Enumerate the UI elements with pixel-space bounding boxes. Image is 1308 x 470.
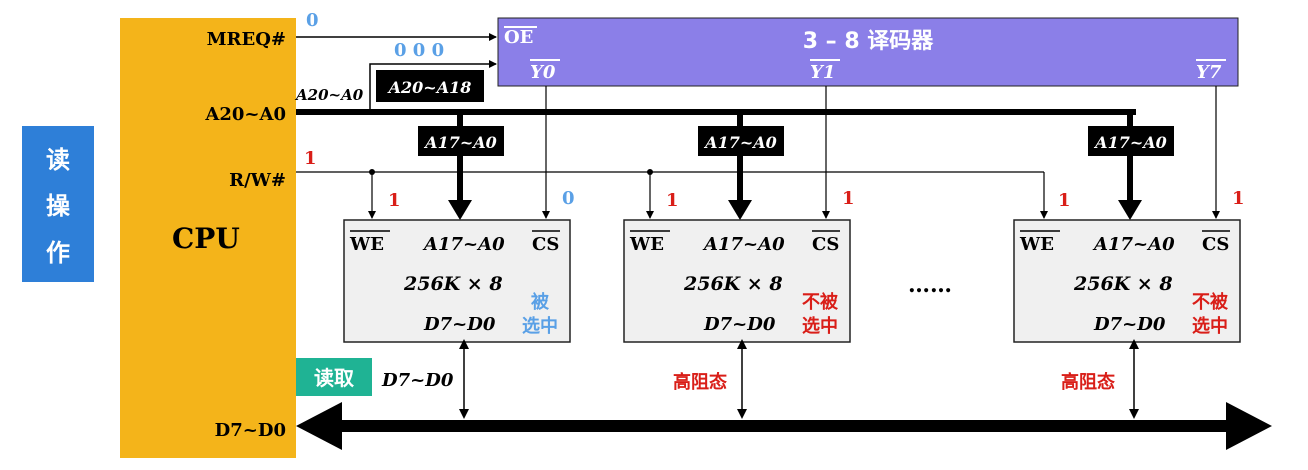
decoder-output-y7: Y7 [1196,62,1222,83]
cs-value-3: 1 [1232,188,1245,209]
chip-1-status-2: 选中 [522,315,558,337]
addr-drop-3-head [1118,200,1142,220]
chip-2-status-2: 选中 [802,315,838,337]
cs-value-1: 0 [562,188,575,209]
chip-2-status-1: 不被 [802,291,839,313]
side-char-2: 操 [46,192,70,221]
chip-3-data: D7~D0 [1093,314,1166,335]
bus-state-2: 高阻态 [673,371,727,393]
decoder-output-y0: Y0 [530,62,556,83]
cpu-pin-mreq: MREQ# [207,29,286,50]
addr-bus-label: A20~A0 [294,86,364,104]
chip-addr-label-1: A17~A0 [423,133,497,152]
rw-value: 1 [304,148,317,169]
memory-chip-1: WE A17~A0 CS 256K × 8 D7~D0 被 选中 [343,219,571,343]
more-chips-dots: …… [908,272,952,298]
chip-1-body [343,219,571,343]
chip-addr-label-box-3 [1088,126,1174,156]
chip-2-cs: CS [812,234,839,255]
addr-drop-2-head [728,200,752,220]
chip-addr-label-2: A17~A0 [703,133,777,152]
we-value-3: 1 [1058,190,1071,211]
chip-2-addr: A17~A0 [702,234,785,255]
data-bus-right-head [1226,402,1272,450]
cpu-pin-rw: R/W# [229,170,286,191]
cs-value-2: 1 [842,188,855,209]
chip-address-drops [448,112,1142,220]
chip-3-size: 256K × 8 [1073,273,1173,295]
chip-1-we: WE [349,234,384,255]
chip-1-addr: A17~A0 [422,234,505,255]
decoder-input-label-box [376,70,484,102]
mreq-value: 0 [306,10,319,31]
decoder-input-label: A20~A18 [387,78,472,97]
chip-1-size: 256K × 8 [403,273,503,295]
chip-3-cs: CS [1202,234,1229,255]
chip-addr-label-box-2 [698,126,784,156]
we-value-2: 1 [666,190,679,211]
chip-3-status-1: 不被 [1192,291,1229,313]
memory-chip-3: WE A17~A0 CS 256K × 8 D7~D0 不被 选中 [1013,219,1241,343]
decoder-oe-label: OE [504,27,533,48]
chip-1-status-1: 被 [531,291,550,313]
chip-addr-label-3: A17~A0 [1093,133,1167,152]
decoder-output-y1: Y1 [810,62,835,83]
chip-2-body [623,219,851,343]
data-local-label: D7~D0 [381,370,454,391]
data-bus-left-head [296,402,342,450]
read-badge-box [296,358,372,396]
chip-3-we: WE [1019,234,1054,255]
read-operation-badge: 读 操 作 [22,126,94,282]
cpu-label: CPU [172,222,240,255]
chip-2-data: D7~D0 [703,314,776,335]
chip-2-we: WE [629,234,664,255]
chip-1-cs: CS [532,234,559,255]
bus-state-3: 高阻态 [1061,371,1115,393]
decoder-block [497,17,1239,87]
side-char-3: 作 [46,239,70,268]
decoder-title: 3 – 8 译码器 [803,29,935,54]
chip-3-addr: A17~A0 [1092,234,1175,255]
memory-chip-2: WE A17~A0 CS 256K × 8 D7~D0 不被 选中 [623,219,851,343]
chip-addr-label-box-1 [418,126,504,156]
cpu-block [120,18,296,458]
read-badge: 读取 [314,366,354,390]
we-value-1: 1 [388,190,401,211]
cpu-pin-addr: A20~A0 [204,104,286,125]
decoder-input-line [369,60,497,110]
chip-1-data: D7~D0 [423,314,496,335]
chip-3-status-2: 选中 [1192,315,1228,337]
addr-drop-1-head [448,200,472,220]
decoder-bits-value: 0 0 0 [394,40,444,61]
chip-3-body [1013,219,1241,343]
cpu-pin-data: D7~D0 [215,420,286,441]
side-char-1: 读 [46,145,70,174]
chip-2-size: 256K × 8 [683,273,783,295]
